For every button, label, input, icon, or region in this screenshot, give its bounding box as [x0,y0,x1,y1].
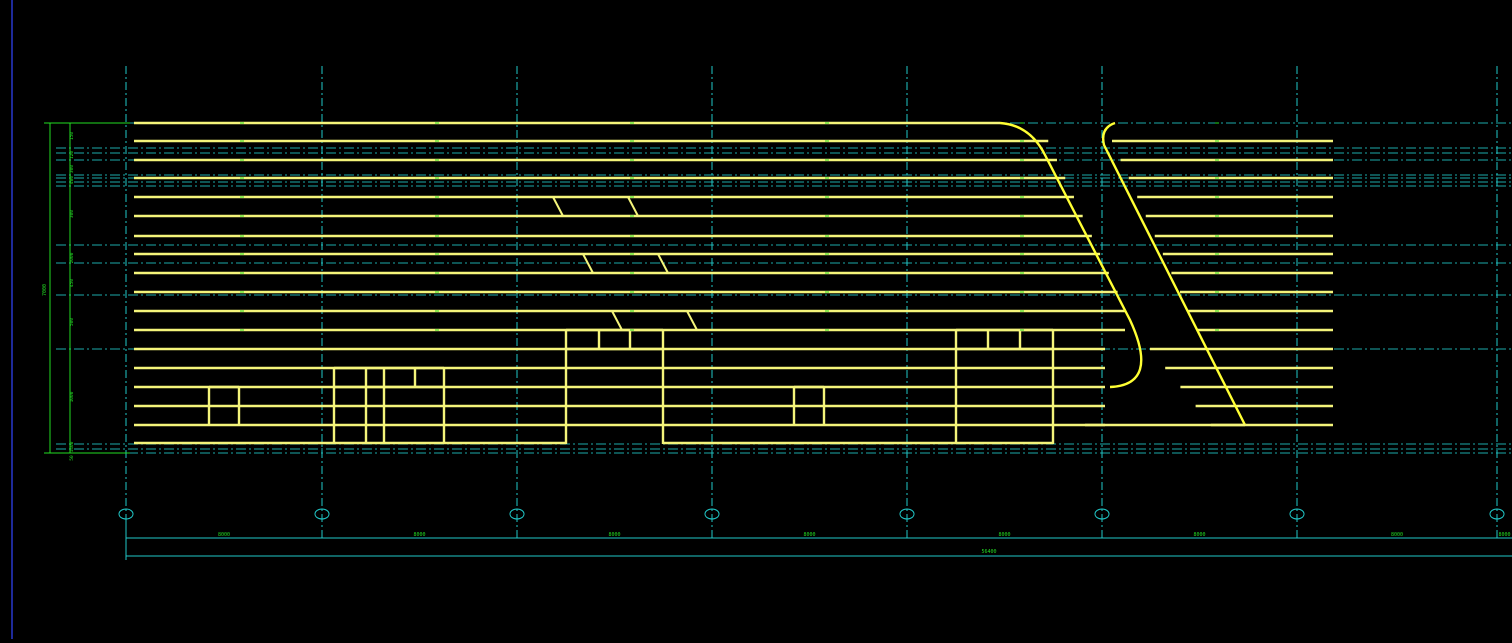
diagonal-brace [657,253,669,274]
bay-dimension-label: 8000 [1391,532,1403,538]
diagonal-brace [552,196,564,217]
axis-bubble [1094,508,1110,520]
bay-dimension-label: 8000 [1193,532,1205,538]
bay-dimension-label: 8000 [218,532,230,538]
bay-dimension-label: 8000 [608,532,620,538]
row-dimension-label: 1400 [69,441,75,452]
louver-slat-layer [134,121,1333,445]
row-dimension-label: 300 [69,165,75,173]
row-dimension-label: 120 [69,151,75,159]
row-dimension-label: 400 [69,176,75,184]
axis-bubble [704,508,720,520]
axis-bubble [1489,508,1505,520]
diagonal-brace [686,310,698,331]
row-dimension-label: 1000 [69,391,75,402]
curved-nose-edge [999,121,1143,389]
axis-bubble [118,508,134,520]
axis-bubble [509,508,525,520]
row-dimension-label: 300 [69,210,75,218]
bay-dimension-label: 8000 [998,532,1010,538]
row-dimension-label: 150 [69,132,75,140]
row-dimension-label: 450 [69,279,75,287]
axis-bubble [899,508,915,520]
row-dimension-label: 2000 [69,252,75,263]
bay-dimension-label: 8000 [1498,532,1510,538]
bay-dimension-label: 8000 [413,532,425,538]
total-dimension-label: 56400 [981,549,996,555]
viewport-left-border [11,0,13,639]
diagonal-brace [582,253,594,274]
diagonal-cut-edge [1101,121,1247,426]
diagonal-brace [611,310,623,331]
bay-dimension-label: 8000 [803,532,815,538]
height-dimension-label: 7000 [42,284,48,296]
row-dimension-label: 500 [69,318,75,326]
dimension-layer: 7000 150 120 300 400 300 2000 450 500 1000 1400 50 8… [42,122,1512,560]
grid-axis-layer [56,66,1512,540]
axis-bubble [314,508,330,520]
row-dimension-label: 50 [69,455,75,461]
diagonal-brace [627,196,639,217]
axis-bubble [1289,508,1305,520]
